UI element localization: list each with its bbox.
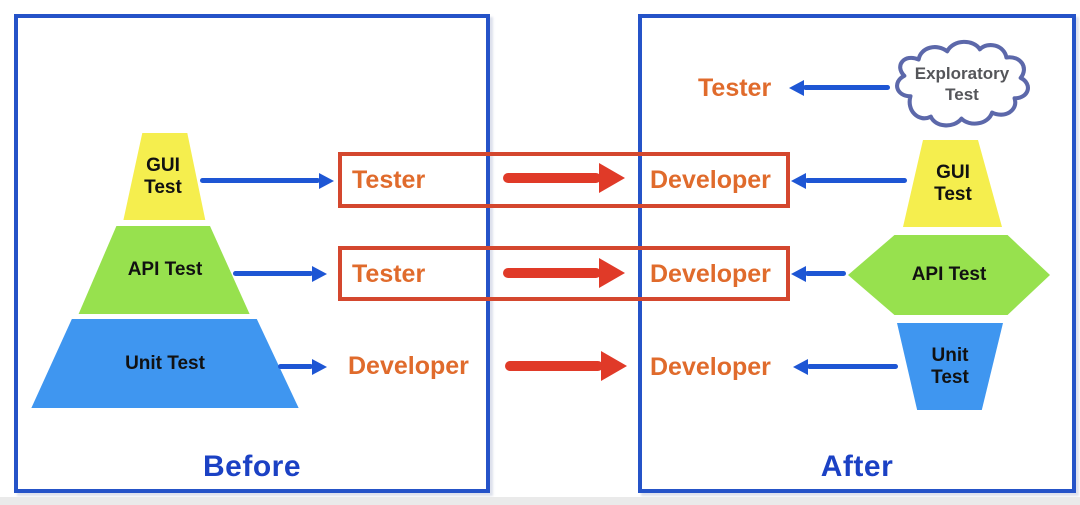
exploratory-test-label: Exploratory Test (914, 63, 1010, 104)
after-shape-gui-test-label: GUI Test (934, 161, 972, 205)
handoff-arrow-row3 (505, 351, 627, 381)
handoff-box-row2 (338, 246, 790, 301)
developer-label-row3-left: Developer (348, 352, 469, 380)
handoff-arrow-row1 (503, 163, 625, 193)
arrow-unit-test-to-developer-after (793, 358, 898, 375)
cloud-icon (895, 39, 1030, 128)
arrow-gui-test-to-developer (791, 172, 907, 189)
pyramid-layer-gui-test-label: GUI Test (144, 154, 182, 198)
pyramid-layer-api-test-label: API Test (127, 259, 203, 281)
developer-label-row2: Developer (650, 260, 771, 288)
exploratory-test-cloud: Exploratory Test (888, 36, 1036, 132)
after-shape-api-test-label: API Test (911, 264, 987, 286)
developer-label-row1: Developer (650, 166, 771, 194)
pyramid-layer-unit-test-label: Unit Test (125, 352, 205, 374)
tester-label-row1: Tester (352, 166, 426, 194)
arrow-cloud-to-tester (789, 79, 890, 96)
bottom-shadow-strip (0, 497, 1080, 505)
after-shape-unit-test-label: Unit Test (931, 344, 969, 388)
after-shape-api-test: API Test (848, 235, 1050, 315)
after-panel (638, 14, 1076, 493)
arrow-gui-test-to-tester (200, 172, 334, 189)
arrow-unit-test-to-developer (278, 358, 327, 375)
before-panel-title: Before (202, 450, 302, 483)
tester-label-row2: Tester (352, 260, 426, 288)
handoff-box-row1 (338, 152, 790, 208)
before-panel (14, 14, 490, 493)
tester-label-after-top: Tester (698, 74, 772, 102)
after-panel-title: After (820, 450, 894, 483)
arrow-api-test-to-tester (233, 265, 327, 282)
developer-label-row3-right: Developer (650, 353, 771, 381)
after-shape-unit-test: Unit Test (897, 323, 1003, 410)
pyramid-layer-unit-test: Unit Test (31, 319, 299, 408)
arrow-api-test-to-developer (791, 265, 846, 282)
handoff-arrow-row2 (503, 258, 625, 288)
